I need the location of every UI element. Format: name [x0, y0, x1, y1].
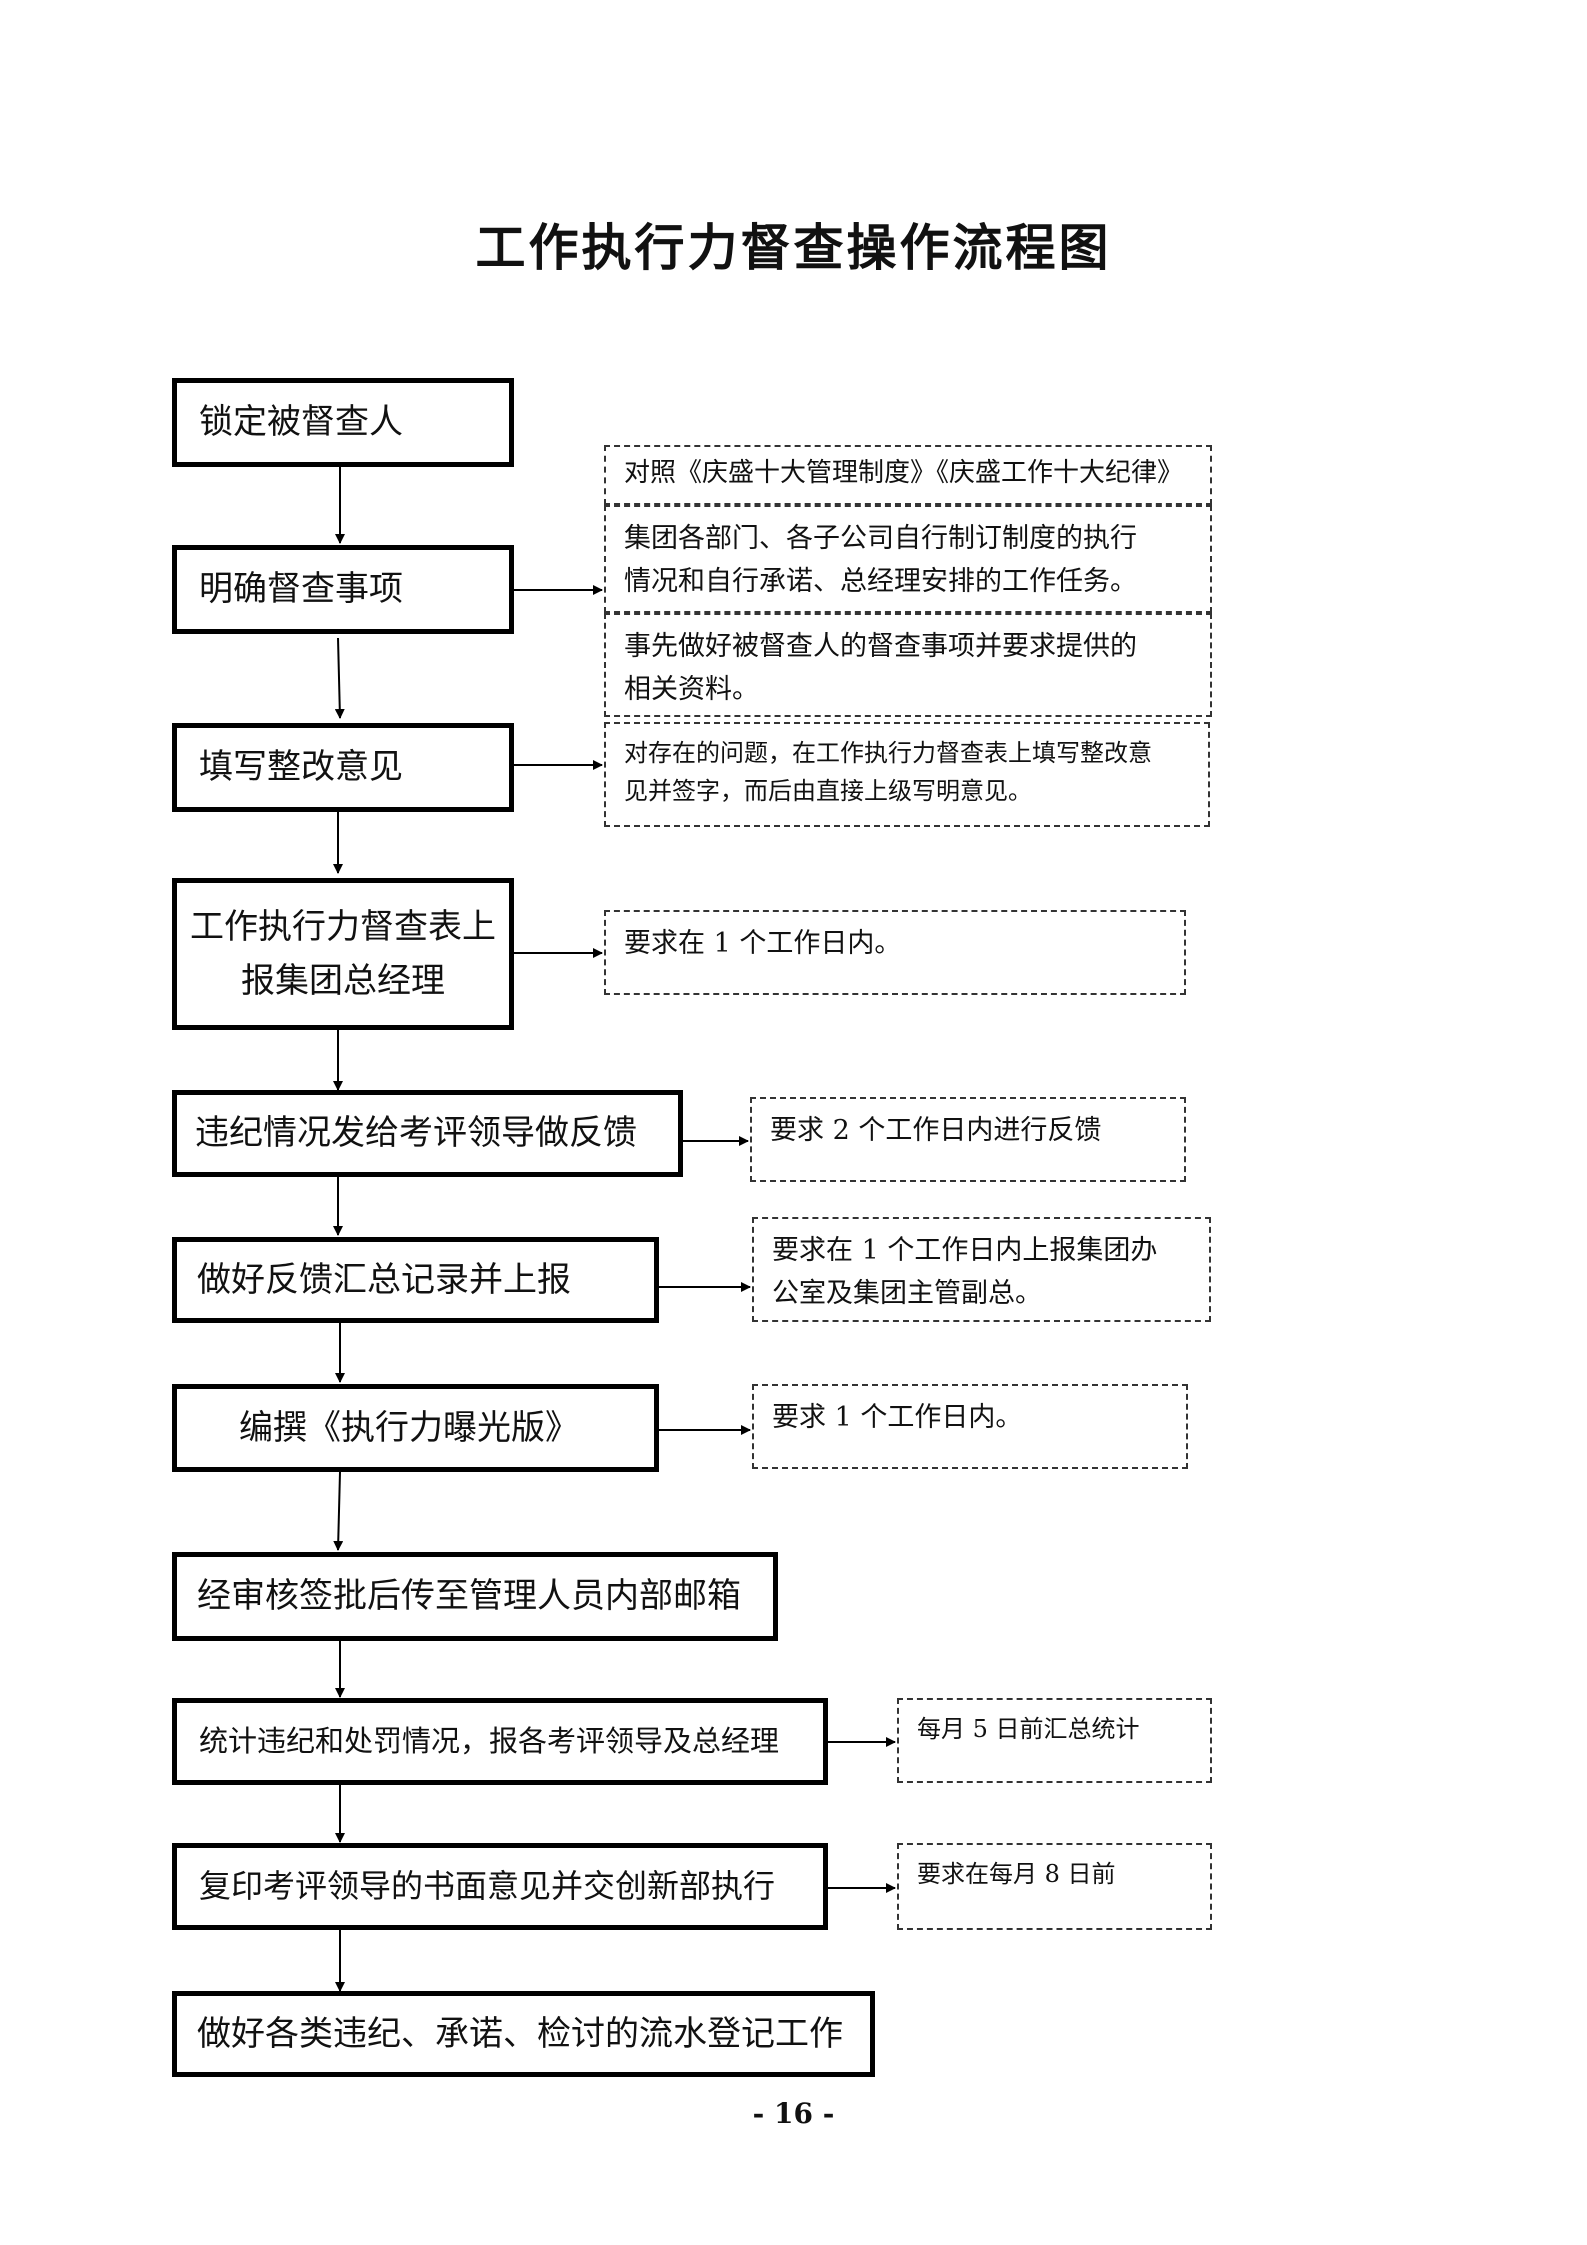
- note-monthly-stats: 每月 5 日前汇总统计: [897, 1698, 1212, 1783]
- page-title: 工作执行力督查操作流程图: [475, 219, 1112, 277]
- note-scope: 集团各部门、各子公司自行制订制度的执行 情况和自行承诺、总经理安排的工作任务。: [604, 505, 1212, 613]
- step-lock-target: 锁定被督查人: [172, 378, 514, 467]
- step-label: 复印考评领导的书面意见并交创新部执行: [199, 1866, 776, 1905]
- step-label: 统计违纪和处罚情况，报各考评领导及总经理: [199, 1724, 780, 1759]
- step-label: 明确督查事项: [199, 569, 403, 610]
- step-label: 工作执行力督查表上 报集团总经理: [190, 906, 496, 1001]
- step-label: 填写整改意见: [199, 747, 403, 788]
- note-report-office: 要求在 1 个工作日内上报集团办 公室及集团主管副总。: [752, 1217, 1211, 1322]
- step-copy-opinions: 复印考评领导的书面意见并交创新部执行: [172, 1843, 828, 1930]
- step-ledger: 做好各类违纪、承诺、检讨的流水登记工作: [172, 1991, 875, 2077]
- step-label: 经审核签批后传至管理人员内部邮箱: [197, 1576, 741, 1617]
- note-monthly-deadline: 要求在每月 8 日前: [897, 1843, 1212, 1930]
- step-label: 违纪情况发给考评领导做反馈: [195, 1113, 637, 1154]
- step-label: 做好各类违纪、承诺、检讨的流水登记工作: [197, 2013, 843, 2054]
- step-exposure-board: 编撰《执行力曝光版》: [172, 1384, 659, 1472]
- step-approve-email: 经审核签批后传至管理人员内部邮箱: [172, 1552, 778, 1641]
- flow-arrow: [334, 637, 345, 719]
- flow-arrow: [333, 1471, 344, 1551]
- note-standards: 对照《庆盛十大管理制度》《庆盛工作十大纪律》: [604, 445, 1212, 505]
- page-number: - 16 -: [752, 2097, 835, 2130]
- step-label: 做好反馈汇总记录并上报: [197, 1259, 571, 1300]
- step-report-form: 工作执行力督查表上 报集团总经理: [172, 878, 514, 1030]
- step-label: 编撰《执行力曝光版》: [239, 1407, 579, 1448]
- note-deadline-1day-b: 要求 1 个工作日内。: [752, 1384, 1188, 1469]
- step-feedback: 违纪情况发给考评领导做反馈: [172, 1090, 683, 1177]
- step-define-items: 明确督查事项: [172, 545, 514, 634]
- note-rectification: 对存在的问题，在工作执行力督查表上填写整改意 见并签字，而后由直接上级写明意见。: [604, 722, 1210, 827]
- step-fill-opinion: 填写整改意见: [172, 723, 514, 812]
- step-summary-report: 做好反馈汇总记录并上报: [172, 1237, 659, 1323]
- note-deadline-1day: 要求在 1 个工作日内。: [604, 910, 1186, 995]
- note-preparation: 事先做好被督查人的督查事项并要求提供的 相关资料。: [604, 613, 1212, 717]
- step-statistics: 统计违纪和处罚情况，报各考评领导及总经理: [172, 1698, 828, 1785]
- note-deadline-2days: 要求 2 个工作日内进行反馈: [750, 1097, 1186, 1182]
- step-label: 锁定被督查人: [199, 402, 403, 443]
